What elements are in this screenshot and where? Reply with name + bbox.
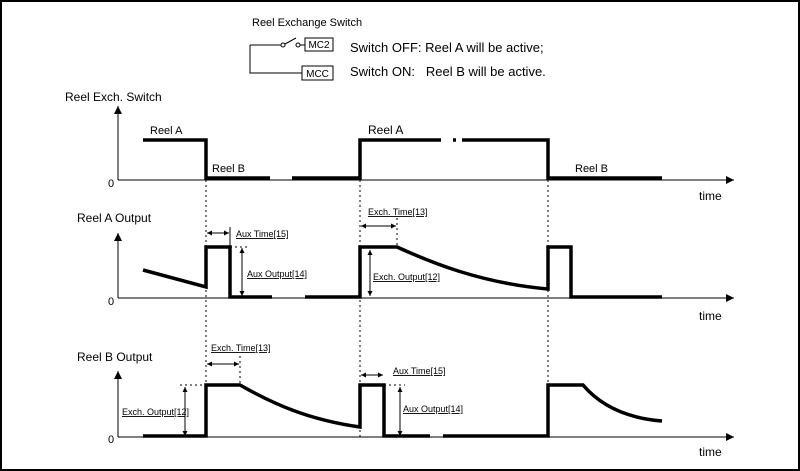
aux-time-label: Aux Time[15]: [236, 229, 289, 239]
panel-reel-a-output: Reel A Output 0 time Aux Time[15] Aux Ou…: [77, 207, 734, 323]
mcc-box: [301, 65, 334, 81]
reel-b-label: Reel B: [212, 163, 245, 175]
zero-label: 0: [108, 296, 114, 308]
switch-blade: [284, 37, 297, 45]
switch-on-text: Switch ON: Reel B will be active.: [350, 64, 546, 79]
mc2-label: MC2: [308, 40, 330, 51]
time-label: time: [699, 189, 722, 203]
switch-contact-left: [280, 42, 286, 48]
panel-title: Reel B Output: [77, 350, 153, 364]
aux-time-label: Aux Time[15]: [393, 366, 446, 376]
aux-output-label: Aux Output[14]: [247, 269, 307, 279]
zero-label: 0: [108, 178, 114, 190]
reel-a-output-signal: [142, 245, 272, 299]
exch-output-label: Exch. Output[12]: [373, 272, 440, 282]
exch-time-label: Exch. Time[13]: [368, 207, 428, 217]
reel-a-label: Reel A: [368, 123, 403, 137]
mc2-box: [304, 37, 334, 52]
reel-b-output-signal: [443, 383, 663, 438]
exch-time-label: Exch. Time[13]: [211, 343, 271, 353]
switch-signal-segment: [143, 138, 270, 180]
panel-title: Reel A Output: [77, 211, 152, 225]
reel-b-label: Reel B: [575, 163, 608, 175]
panel-title: Reel Exch. Switch: [65, 90, 162, 104]
time-label: time: [699, 445, 722, 459]
time-label: time: [699, 309, 722, 323]
panel-reel-exch-switch: Reel Exch. Switch 0 time Reel A Reel B R…: [65, 90, 734, 203]
aux-output-label: Aux Output[14]: [403, 404, 463, 414]
switch-signal-segment: [292, 138, 441, 180]
reel-a-label: Reel A: [150, 125, 183, 137]
switch-wire-mcc: [249, 45, 302, 74]
switch-off-text: Switch OFF: Reel A will be active;: [350, 40, 544, 55]
switch-contact-right: [295, 42, 301, 48]
zero-label: 0: [108, 434, 114, 446]
mcc-label: MCC: [306, 69, 329, 80]
exch-output-label: Exch. Output[12]: [122, 407, 189, 417]
switch-signal-segment: [462, 138, 662, 180]
switch-legend-title: Reel Exchange Switch: [252, 17, 362, 29]
switch-legend: Reel Exchange Switch MC2 MCC Switch OFF:…: [249, 17, 546, 81]
